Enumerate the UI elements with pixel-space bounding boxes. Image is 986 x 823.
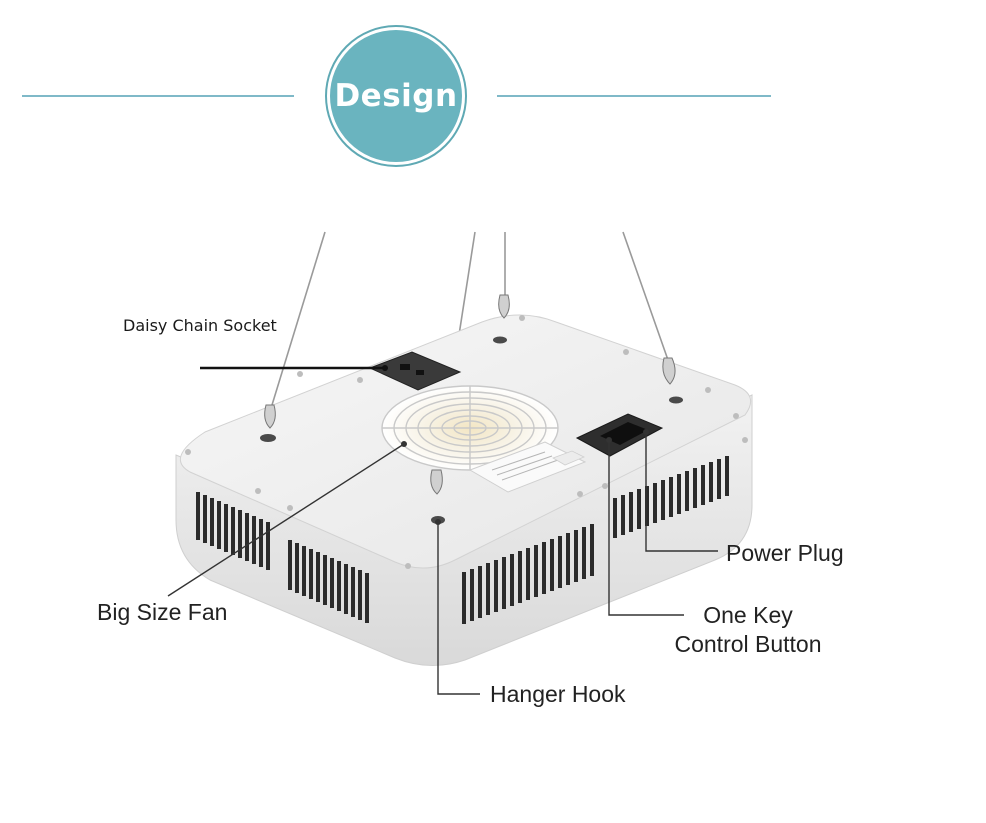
daisy-chain-socket [368, 351, 462, 391]
design-badge-text: Design [334, 78, 458, 114]
front-vents [462, 456, 729, 624]
leader-onekey [608, 440, 684, 616]
callout-lines [167, 365, 718, 695]
label-big-size-fan: Big Size Fan [97, 599, 228, 625]
hanger-hooks [260, 294, 683, 524]
design-badge: Design [325, 25, 467, 167]
leader-power [645, 432, 718, 552]
hook-center [430, 469, 443, 495]
header-right-rule [497, 95, 771, 97]
label-one-key-line2: Control Button [674, 630, 822, 657]
screws [185, 315, 748, 569]
fan-grille [381, 385, 559, 471]
label-one-key-line1: One Key [703, 602, 793, 628]
label-one-key-control-button: One Key Control Button [668, 601, 828, 659]
leader-hook [437, 522, 480, 695]
label-daisy-chain-socket: Daisy Chain Socket [123, 316, 277, 335]
leader-fan [167, 443, 405, 597]
hook-back [498, 294, 510, 319]
rating-label [468, 441, 587, 493]
wire-left [271, 231, 326, 406]
hook-left [264, 404, 276, 429]
label-power-plug: Power Plug [726, 540, 844, 566]
power-plug [575, 413, 664, 457]
label-hanger-hook: Hanger Hook [490, 681, 626, 707]
design-badge-fill: Design [330, 30, 462, 162]
wire-right [622, 231, 669, 361]
header-left-rule [22, 95, 294, 97]
hook-right [662, 357, 676, 385]
